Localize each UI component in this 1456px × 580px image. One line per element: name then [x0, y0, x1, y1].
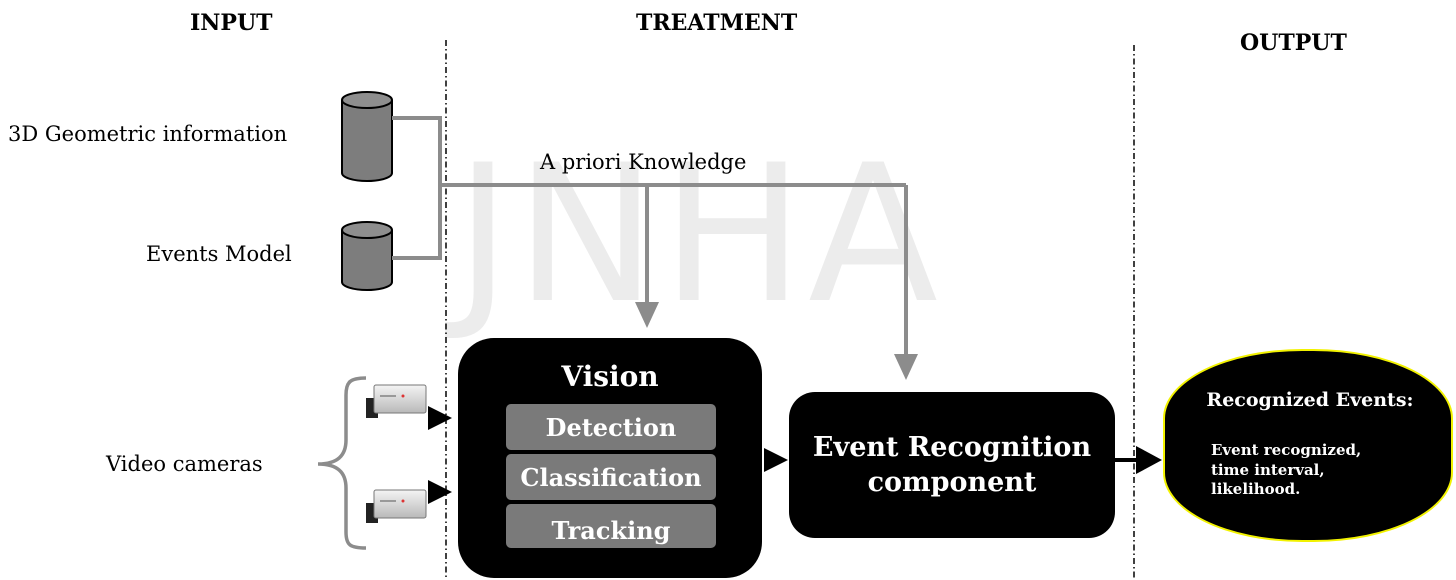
vision-block: Vision Detection Classification Tracking — [458, 338, 762, 578]
column-title-input: INPUT — [190, 10, 273, 36]
column-title-treatment: TREATMENT — [636, 10, 798, 36]
output-detail-line: Event recognized, — [1211, 441, 1362, 459]
output-detail-line: time interval, — [1211, 460, 1325, 479]
output-title: Recognized Events: — [1206, 389, 1414, 411]
knowledge-connector — [392, 116, 908, 354]
arrow-erc-to-output — [1136, 446, 1162, 474]
label-video-cameras: Video cameras — [106, 452, 263, 476]
label-a-priori-knowledge: A priori Knowledge — [540, 150, 747, 174]
output-detail-line: likelihood. — [1211, 480, 1301, 498]
label-events-model: Events Model — [146, 242, 292, 266]
vision-step-detection: Detection — [506, 404, 716, 450]
video-camera-icon-1 — [366, 384, 427, 418]
output-details: Event recognized, time interval, likelih… — [1211, 441, 1361, 500]
arrow-to-vision — [635, 302, 659, 328]
event-recognition-subtitle: component — [867, 467, 1037, 498]
label-geometric-information: 3D Geometric information — [8, 122, 288, 146]
vision-title: Vision — [561, 360, 659, 393]
arrow-to-event-recognition — [894, 354, 918, 380]
arrow-camera-2 — [428, 480, 452, 504]
vision-step-classification: Classification — [506, 454, 716, 500]
arrow-camera-1 — [428, 406, 452, 430]
column-title-output: OUTPUT — [1240, 30, 1347, 56]
event-recognition-title: Event Recognition — [812, 431, 1092, 463]
event-recognition-block: Event Recognition component — [789, 392, 1115, 538]
output-block: Recognized Events: Event recognized, tim… — [1163, 349, 1453, 542]
vision-step-tracking: Tracking — [506, 504, 716, 548]
database-icon-events — [341, 221, 393, 291]
video-camera-icon-2 — [366, 489, 427, 523]
curly-brace-icon — [317, 376, 367, 550]
arrow-vision-to-erc — [764, 448, 788, 472]
database-icon-geometric — [341, 91, 393, 182]
watermark: JNHA — [455, 124, 943, 345]
